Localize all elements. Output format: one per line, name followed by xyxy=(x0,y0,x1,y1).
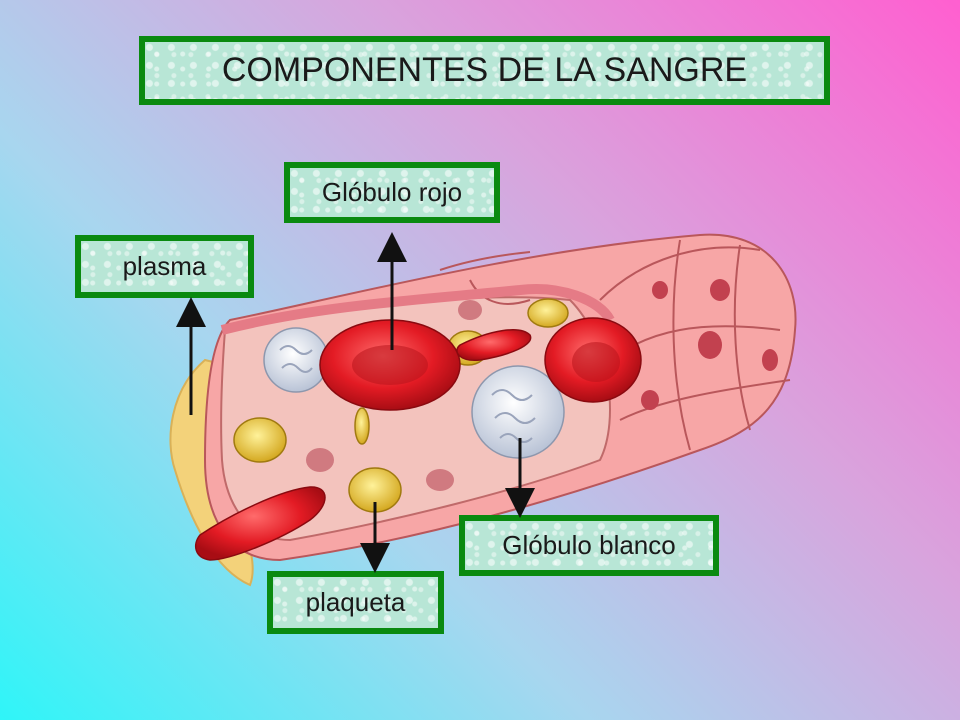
white-blood-cells xyxy=(263,327,565,459)
white-blood-cell-label: Glóbulo blanco xyxy=(459,515,719,576)
platelets xyxy=(233,298,569,513)
red-blood-cell-label: Glóbulo rojo xyxy=(284,162,500,223)
white-blood-cell-text: Glóbulo blanco xyxy=(502,530,676,560)
blood-vessel-illustration xyxy=(169,233,797,587)
plasma-label: plasma xyxy=(75,235,254,298)
title-box: COMPONENTES DE LA SANGRE xyxy=(139,36,830,105)
page-title: COMPONENTES DE LA SANGRE xyxy=(221,51,748,89)
red-blood-cells xyxy=(194,317,642,561)
vessel-rim xyxy=(220,284,615,335)
platelet-label: plaqueta xyxy=(267,571,444,634)
cell-nuclei xyxy=(306,279,778,491)
platelet-text: plaqueta xyxy=(305,587,406,617)
vessel-end-cells xyxy=(439,239,791,451)
plasma-text: plasma xyxy=(122,251,207,281)
red-blood-cell-text: Glóbulo rojo xyxy=(321,177,463,207)
